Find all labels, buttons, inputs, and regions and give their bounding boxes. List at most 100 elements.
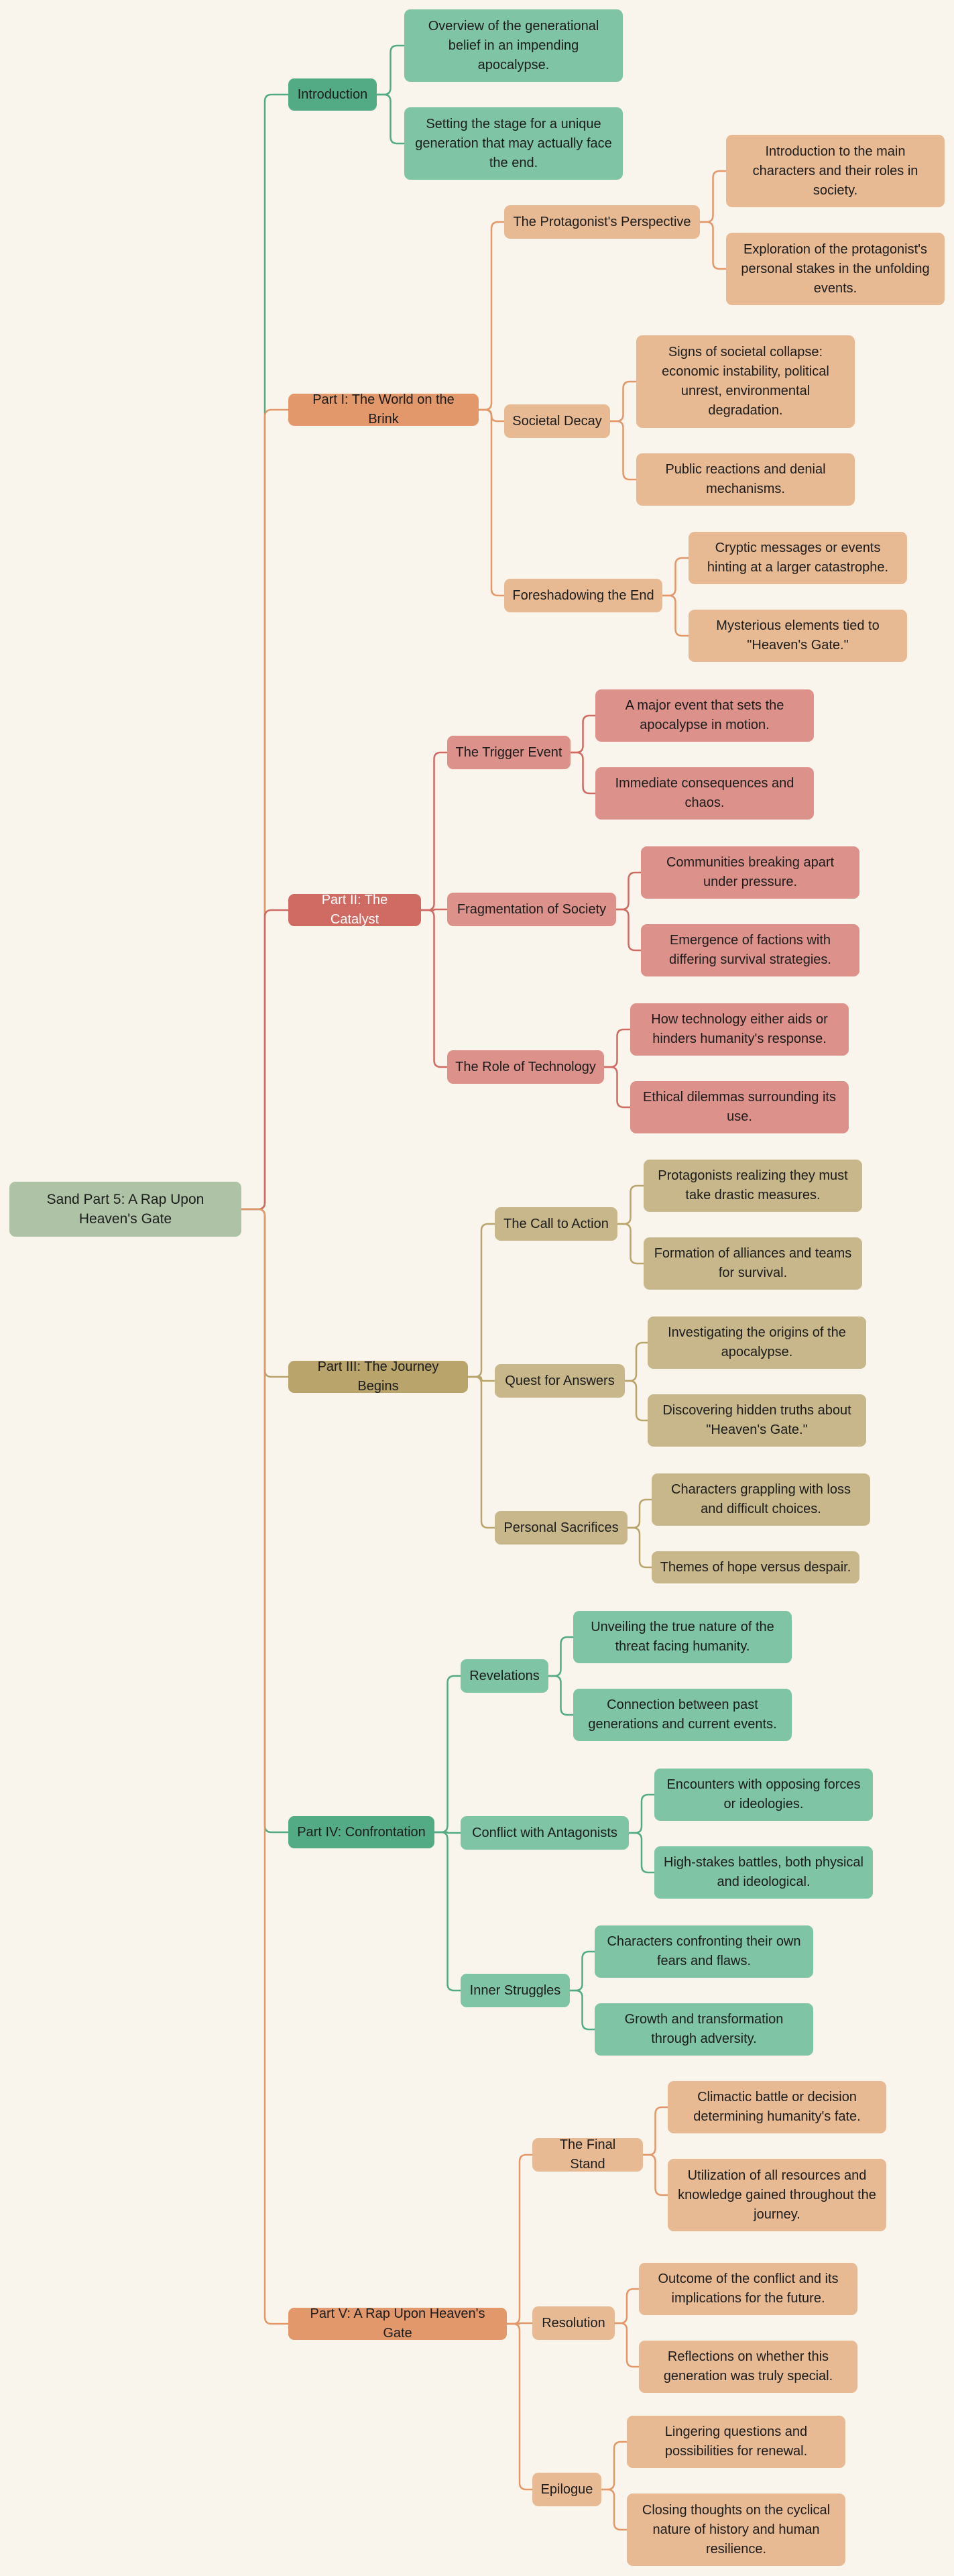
leaf-node-label: Emergence of factions with differing sur… [669,933,831,967]
leaf-node[interactable]: Ethical dilemmas surrounding its use. [630,1081,849,1133]
leaf-node[interactable]: Exploration of the protagonist's persona… [726,233,945,305]
leaf-node-label: Characters grappling with loss and diffi… [671,1482,851,1516]
root-node[interactable]: Sand Part 5: A Rap Upon Heaven's Gate [9,1182,241,1237]
leaf-node[interactable]: Reflections on whether this generation w… [639,2341,857,2393]
leaf-node-label: Immediate consequences and chaos. [615,776,794,810]
leaf-node-label: Mysterious elements tied to "Heaven's Ga… [716,618,880,653]
topic-quest-for-answers[interactable]: Quest for Answers [495,1364,625,1398]
leaf-node[interactable]: Encounters with opposing forces or ideol… [654,1769,873,1821]
connector-line [468,1376,495,1382]
topic-inner-struggles[interactable]: Inner Struggles [461,1974,570,2007]
leaf-node-label: Discovering hidden truths about "Heaven'… [662,1403,851,1437]
branch-part-i-the-world-on-the-brink-label: Part I: The World on the Brink [312,392,455,427]
connector-line [468,1376,495,1529]
topic-epilogue[interactable]: Epilogue [532,2473,601,2506]
leaf-node[interactable]: Connection between past generations and … [573,1689,792,1741]
leaf-node-label: Introduction to the main characters and … [752,144,918,198]
leaf-node[interactable]: How technology either aids or hinders hu… [630,1003,849,1056]
connector-line [604,1066,630,1109]
topic-conflict-with-antagonists[interactable]: Conflict with Antagonists [461,1816,629,1850]
leaf-node-label: Utilization of all resources and knowled… [678,2168,876,2222]
leaf-node[interactable]: Themes of hope versus despair. [652,1551,859,1583]
topic-the-trigger-event[interactable]: The Trigger Event [447,736,571,769]
topic-revelations[interactable]: Revelations [461,1659,548,1693]
leaf-node[interactable]: Climactic battle or decision determining… [668,2081,886,2133]
connector-line [507,2322,532,2491]
leaf-node[interactable]: Closing thoughts on the cyclical nature … [627,2494,845,2566]
leaf-node[interactable]: Cryptic messages or events hinting at a … [689,532,907,584]
leaf-node[interactable]: Unveiling the true nature of the threat … [573,1611,792,1663]
leaf-node[interactable]: Lingering questions and possibilities fo… [627,2416,845,2468]
leaf-node[interactable]: Immediate consequences and chaos. [595,767,814,820]
topic-the-final-stand-label: The Final Stand [559,2137,616,2172]
topic-foreshadowing-the-end-label: Foreshadowing the End [512,587,654,603]
leaf-node-label: Encounters with opposing forces or ideol… [666,1777,861,1811]
leaf-node-label: Investigating the origins of the apocaly… [668,1325,846,1359]
topic-fragmentation-of-society[interactable]: Fragmentation of Society [447,893,616,926]
branch-introduction[interactable]: Introduction [288,78,377,111]
connector-line [617,1223,644,1265]
leaf-node-label: Growth and transformation through advers… [624,2012,784,2046]
branch-part-iv-confrontation[interactable]: Part IV: Confrontation [288,1816,434,1848]
topic-the-call-to-action[interactable]: The Call to Action [495,1207,617,1241]
leaf-node[interactable]: Mysterious elements tied to "Heaven's Ga… [689,610,907,662]
connector-line [434,1831,461,1992]
leaf-node-label: Formation of alliances and teams for sur… [654,1246,852,1280]
topic-inner-struggles-label: Inner Struggles [469,1982,561,1998]
leaf-node[interactable]: Investigating the origins of the apocaly… [648,1317,866,1369]
leaf-node-label: Closing thoughts on the cyclical nature … [642,2502,831,2557]
branch-part-ii-the-catalyst-label: Part II: The Catalyst [321,893,388,927]
topic-societal-decay[interactable]: Societal Decay [504,404,610,438]
leaf-node[interactable]: Setting the stage for a unique generatio… [404,107,623,180]
leaf-node[interactable]: Growth and transformation through advers… [595,2003,813,2056]
branch-part-ii-the-catalyst[interactable]: Part II: The Catalyst [288,893,421,927]
topic-resolution[interactable]: Resolution [532,2306,615,2340]
leaf-node[interactable]: High-stakes battles, both physical and i… [654,1846,873,1899]
leaf-node[interactable]: A major event that sets the apocalypse i… [595,689,814,742]
topic-the-role-of-technology-label: The Role of Technology [455,1059,596,1074]
leaf-node[interactable]: Outcome of the conflict and its implicat… [639,2263,857,2315]
branch-part-iii-the-journey-begins[interactable]: Part III: The Journey Begins [288,1359,468,1394]
branch-part-iii-the-journey-begins-label: Part III: The Journey Begins [317,1359,439,1394]
topic-personal-sacrifices-label: Personal Sacrifices [503,1520,619,1535]
leaf-node[interactable]: Overview of the generational belief in a… [404,9,623,82]
branch-part-v-a-rap-upon-heaven-s-gate-label: Part V: A Rap Upon Heaven's Gate [310,2306,485,2341]
leaf-node[interactable]: Signs of societal collapse: economic ins… [636,335,855,428]
branch-part-v-a-rap-upon-heaven-s-gate[interactable]: Part V: A Rap Upon Heaven's Gate [288,2306,507,2341]
leaf-node[interactable]: Public reactions and denial mechanisms. [636,453,855,506]
leaf-node-label: Reflections on whether this generation w… [663,2349,833,2384]
topic-the-trigger-event-label: The Trigger Event [455,744,562,760]
leaf-node[interactable]: Protagonists realizing they must take dr… [644,1160,862,1212]
connector-line [571,751,595,795]
topic-personal-sacrifices[interactable]: Personal Sacrifices [495,1511,628,1545]
leaf-node[interactable]: Introduction to the main characters and … [726,135,945,207]
leaf-node[interactable]: Formation of alliances and teams for sur… [644,1237,862,1290]
leaf-node[interactable]: Emergence of factions with differing sur… [641,924,859,976]
leaf-node-label: How technology either aids or hinders hu… [651,1012,828,1046]
connector-line [421,909,447,1068]
branch-part-iv-confrontation-label: Part IV: Confrontation [297,1824,426,1840]
branch-part-i-the-world-on-the-brink[interactable]: Part I: The World on the Brink [288,392,479,427]
leaf-node[interactable]: Characters grappling with loss and diffi… [652,1473,870,1526]
leaf-node-label: Communities breaking apart under pressur… [666,855,835,889]
connector-line [616,908,641,952]
topic-foreshadowing-the-end[interactable]: Foreshadowing the End [504,579,662,612]
connector-line [507,2322,532,2325]
leaf-node[interactable]: Communities breaking apart under pressur… [641,846,859,899]
topic-the-protagonist-s-perspective[interactable]: The Protagonist's Perspective [504,205,700,239]
connector-line [610,420,636,481]
leaf-node-label: Exploration of the protagonist's persona… [741,241,930,296]
connector-line [662,594,689,637]
topic-quest-for-answers-label: Quest for Answers [505,1373,615,1388]
topic-the-role-of-technology[interactable]: The Role of Technology [447,1050,604,1084]
leaf-node-label: Overview of the generational belief in a… [428,18,599,72]
connector-line [615,2322,639,2368]
leaf-node-label: Characters confronting their own fears a… [607,1934,801,1968]
topic-the-final-stand[interactable]: The Final Stand [532,2137,643,2172]
topic-the-call-to-action-label: The Call to Action [503,1216,609,1231]
leaf-node[interactable]: Discovering hidden truths about "Heaven'… [648,1394,866,1447]
leaf-node[interactable]: Characters confronting their own fears a… [595,1925,813,1978]
leaf-node[interactable]: Utilization of all resources and knowled… [668,2159,886,2231]
root-node-label: Sand Part 5: A Rap Upon Heaven's Gate [46,1192,204,1227]
